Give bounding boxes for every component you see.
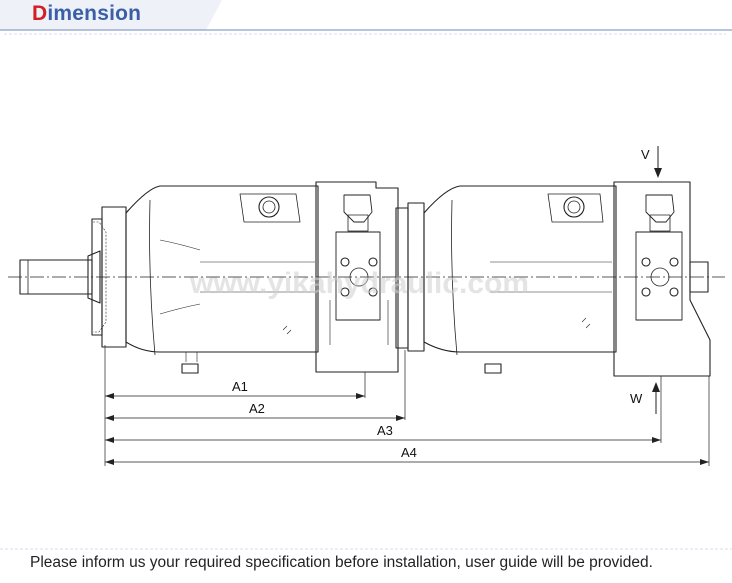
second-pump-housing: [423, 185, 617, 353]
second-port-fitting: [563, 196, 585, 218]
second-drain-port: [484, 363, 502, 374]
second-bolt-3: [641, 287, 651, 297]
dimension-lines: [105, 393, 709, 465]
first-bolt-4: [368, 287, 378, 297]
dimension-label-a4: A4: [401, 445, 417, 460]
second-regulator: [645, 194, 675, 223]
rear-shaft-stub: [689, 261, 709, 293]
first-bolt-3: [340, 287, 350, 297]
second-bolt-1: [641, 257, 651, 267]
first-pump-housing: [125, 185, 319, 353]
second-bolt-4: [669, 287, 679, 297]
first-drain-port: [181, 363, 199, 374]
watermark-text: www.yikahydraulic.com: [189, 267, 529, 300]
installation-note: Please inform us your required specifica…: [30, 554, 653, 571]
dimension-label-a2: A2: [249, 401, 265, 416]
pump-dimension-drawing: www.yikahydraulic.com V W A1 A2 A3 A4: [8, 146, 725, 466]
port-w-label: W: [630, 391, 643, 406]
header-banner: [0, 0, 732, 35]
page-title-initial: D: [32, 2, 48, 25]
page-title-rest: imension: [47, 2, 142, 25]
page-header: Dimension: [0, 0, 732, 36]
first-port-v-fitting: [258, 196, 280, 218]
dimension-label-a1: A1: [232, 379, 248, 394]
second-end-cover: [613, 181, 711, 377]
shaft-collar: [87, 250, 101, 304]
first-end-cover: [315, 181, 399, 373]
footer-rule: [0, 548, 732, 550]
port-markers: [652, 146, 662, 414]
page-title: Dimension: [32, 2, 141, 26]
first-bolt-2: [368, 257, 378, 267]
first-bolt-1: [340, 257, 350, 267]
pump-outline: [8, 181, 725, 466]
second-bolt-2: [669, 257, 679, 267]
first-regulator: [343, 194, 373, 223]
dimension-label-a3: A3: [377, 423, 393, 438]
header-tab-shape: [0, 0, 222, 30]
page-footer: Please inform us your required specifica…: [0, 548, 732, 583]
port-v-label: V: [641, 147, 650, 162]
